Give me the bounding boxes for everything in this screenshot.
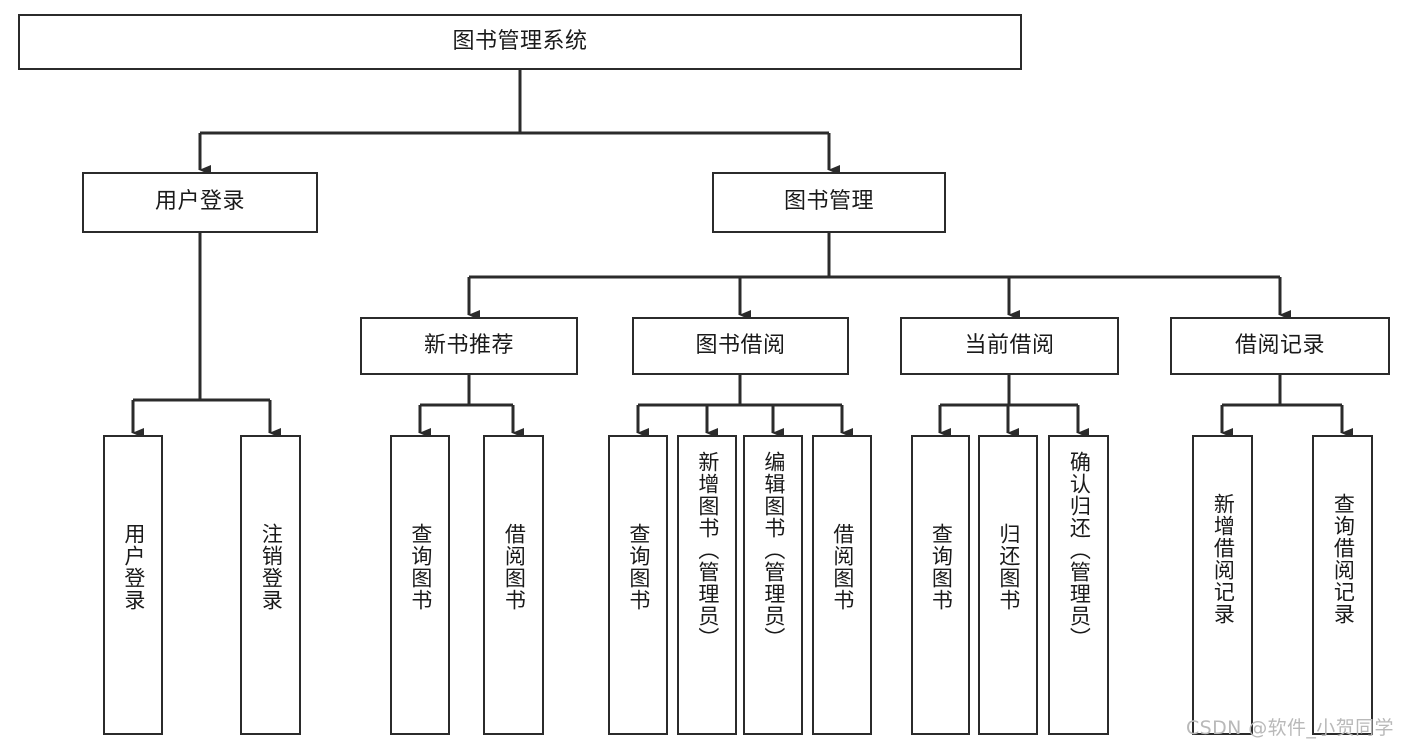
leaf-node-leaf-borrow-book-1[interactable]: 借阅图书 [483, 435, 544, 735]
node-book-borrow-label: 图书借阅 [695, 332, 786, 358]
leaf-node-leaf-return-book[interactable]: 归还图书 [978, 435, 1038, 735]
root-node-图书管理系统-label: 图书管理系统 [452, 28, 588, 54]
leaf-node-leaf-confirm-return-label: 确认归还（管理员） [1067, 451, 1092, 649]
leaf-node-leaf-user-login-label: 用户登录 [121, 523, 146, 611]
leaf-node-leaf-query-book-2-label: 查询图书 [626, 523, 651, 611]
node-borrow-record[interactable]: 借阅记录 [1170, 317, 1390, 375]
leaf-node-leaf-add-book[interactable]: 新增图书（管理员） [677, 435, 737, 735]
node-current-borrow-label: 当前借阅 [964, 332, 1055, 358]
leaf-node-leaf-add-book-label: 新增图书（管理员） [695, 451, 720, 649]
root-node-图书管理系统[interactable]: 图书管理系统 [18, 14, 1022, 70]
node-book-manage-label: 图书管理 [783, 189, 874, 215]
leaf-node-leaf-borrow-book-2[interactable]: 借阅图书 [812, 435, 872, 735]
node-book-borrow[interactable]: 图书借阅 [632, 317, 849, 375]
leaf-node-leaf-query-book-3[interactable]: 查询图书 [911, 435, 970, 735]
leaf-node-leaf-logout-label: 注销登录 [259, 523, 284, 611]
leaf-node-leaf-query-record[interactable]: 查询借阅记录 [1312, 435, 1373, 735]
leaf-node-leaf-query-record-label: 查询借阅记录 [1331, 493, 1356, 625]
leaf-node-leaf-edit-book[interactable]: 编辑图书（管理员） [743, 435, 803, 735]
node-borrow-record-label: 借阅记录 [1234, 332, 1325, 358]
leaf-node-leaf-borrow-book-1-label: 借阅图书 [502, 523, 527, 611]
leaf-node-leaf-logout[interactable]: 注销登录 [240, 435, 301, 735]
node-current-borrow[interactable]: 当前借阅 [900, 317, 1119, 375]
node-user-login-label: 用户登录 [154, 189, 245, 215]
leaf-node-leaf-add-record[interactable]: 新增借阅记录 [1192, 435, 1253, 735]
leaf-node-leaf-user-login[interactable]: 用户登录 [103, 435, 163, 735]
node-new-book-rec-label: 新书推荐 [423, 332, 514, 358]
leaf-node-leaf-query-book-1[interactable]: 查询图书 [390, 435, 450, 735]
leaf-node-leaf-confirm-return[interactable]: 确认归还（管理员） [1048, 435, 1109, 735]
leaf-node-leaf-return-book-label: 归还图书 [996, 523, 1021, 611]
node-new-book-rec[interactable]: 新书推荐 [360, 317, 578, 375]
leaf-node-leaf-query-book-1-label: 查询图书 [408, 523, 433, 611]
leaf-node-leaf-edit-book-label: 编辑图书（管理员） [761, 451, 786, 649]
leaf-node-leaf-query-book-3-label: 查询图书 [929, 523, 954, 611]
node-user-login[interactable]: 用户登录 [82, 172, 318, 233]
leaf-node-leaf-borrow-book-2-label: 借阅图书 [830, 523, 855, 611]
leaf-node-leaf-query-book-2[interactable]: 查询图书 [608, 435, 668, 735]
node-book-manage[interactable]: 图书管理 [712, 172, 946, 233]
leaf-node-leaf-add-record-label: 新增借阅记录 [1211, 493, 1236, 625]
